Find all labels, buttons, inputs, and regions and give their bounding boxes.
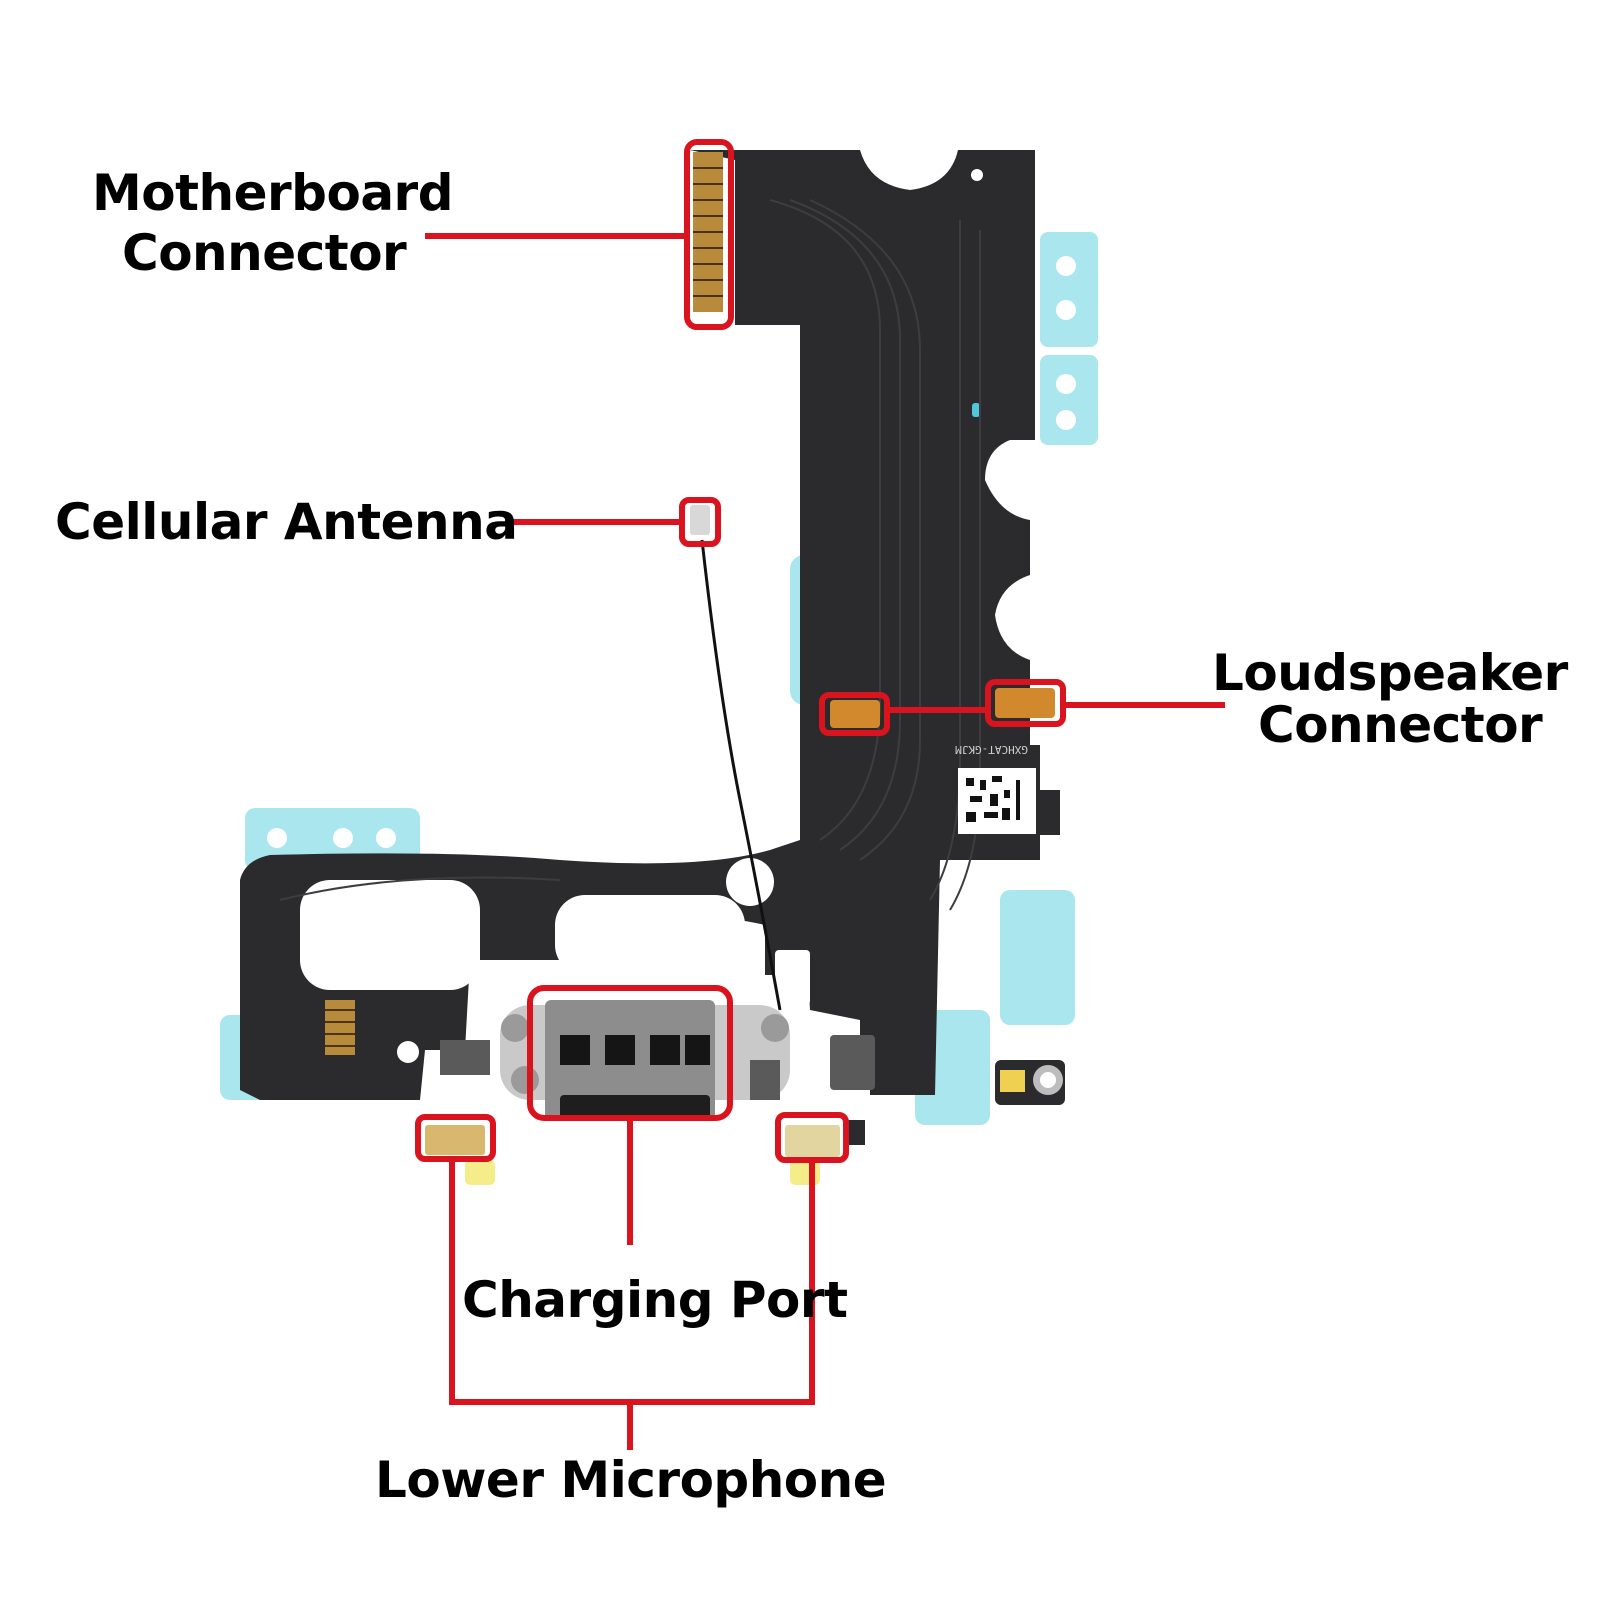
loudspeaker-contact-right xyxy=(995,688,1055,718)
charging-port-part xyxy=(500,1000,790,1120)
cellular-antenna-label: Cellular Antenna xyxy=(55,493,518,551)
loudspeaker-connector-label-line1: Loudspeaker xyxy=(1212,644,1568,702)
loudspeaker-contact-left-callout xyxy=(819,692,890,736)
loudspeaker-connector-label-line2: Connector xyxy=(1258,696,1543,754)
lower-microphone-label: Lower Microphone xyxy=(375,1451,887,1509)
flex-cable-body xyxy=(240,150,1060,1100)
lower-microphone-left-part xyxy=(425,1125,485,1155)
lower-microphone-right-part xyxy=(785,1125,840,1157)
board-label-text: GXHCAT-GKJM xyxy=(955,743,1028,756)
motherboard-connector-label-line2: Connector xyxy=(122,224,407,282)
loudspeaker-contact-left xyxy=(830,700,880,728)
cellular-antenna-part xyxy=(690,505,710,535)
callouts xyxy=(415,139,1225,1450)
lower-microphone-left-callout xyxy=(415,1114,496,1162)
motherboard-connector-label-line1: Motherboard xyxy=(92,164,454,222)
charging-port-label: Charging Port xyxy=(462,1271,848,1329)
